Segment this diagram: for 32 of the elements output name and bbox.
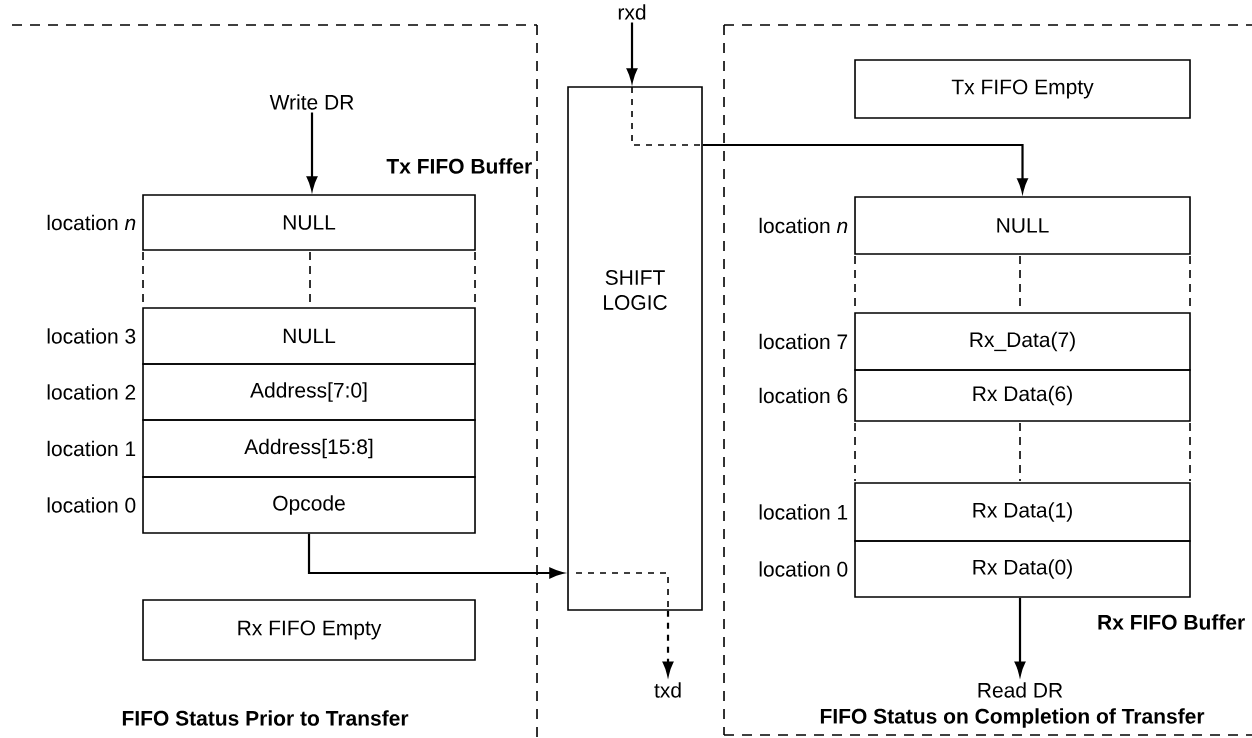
arrow: [626, 22, 638, 83]
register-cell: NULL: [142, 194, 476, 251]
register-cell: NULL: [142, 307, 476, 365]
register-cell: Rx_Data(7): [854, 312, 1191, 371]
row-label: location 0: [759, 561, 848, 577]
row-label: location 2: [47, 384, 136, 400]
register-cell: Rx Data(6): [854, 369, 1191, 422]
buffer-label: Tx FIFO Buffer: [386, 158, 532, 174]
register-cell: Opcode: [142, 476, 476, 534]
logic-block: SHIFT LOGIC: [567, 86, 703, 611]
register-cell: Address[15:8]: [142, 419, 476, 478]
signal-label: Write DR: [269, 94, 354, 110]
register-cell: Tx FIFO Empty: [854, 59, 1191, 119]
row-label: location 6: [759, 387, 848, 404]
row-label: location 7: [759, 333, 848, 350]
row-label: location 0: [47, 497, 136, 513]
register-cell: NULL: [854, 196, 1191, 255]
row-label: location 3: [47, 328, 136, 344]
buffer-label: Rx FIFO Buffer: [1098, 614, 1245, 630]
register-cell: Address[7:0]: [142, 363, 476, 421]
arrow: [306, 112, 318, 191]
row-label: location 1: [759, 504, 848, 520]
arrow: [307, 533, 564, 579]
register-cell: Rx FIFO Empty: [142, 599, 476, 661]
signal-label: rxd: [618, 4, 646, 20]
register-cell: Rx Data(1): [854, 482, 1191, 542]
register-cell: Rx Data(0): [854, 540, 1191, 598]
signal-label: txd: [654, 682, 681, 698]
row-label: location n: [47, 214, 136, 231]
signal-label: Read DR: [978, 682, 1063, 698]
row-label: location n: [759, 217, 848, 234]
row-label: location 1: [47, 440, 136, 457]
